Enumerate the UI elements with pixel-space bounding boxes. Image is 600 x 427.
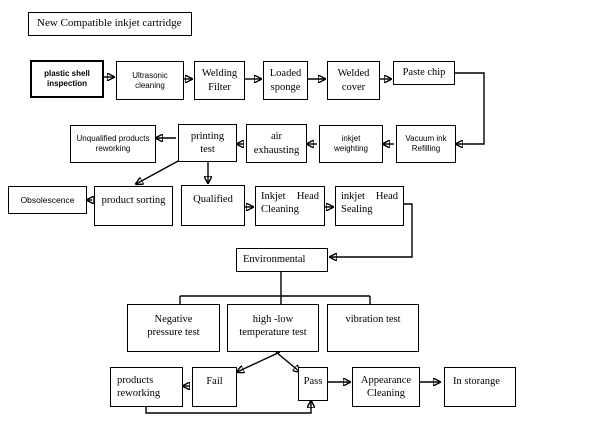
arrow-products-rework-to-pass: [145, 401, 311, 414]
arrow-tests-to-pass: [275, 351, 300, 372]
arrow-tests-to-fail: [237, 351, 281, 372]
node-fail: Fail: [192, 367, 237, 407]
node-products-reworking: products reworking: [110, 367, 183, 407]
node-inkjet-head-sealing: inkjet Head Sealing: [335, 186, 404, 226]
diagram-title: New Compatible inkjet cartridge: [28, 12, 192, 36]
node-printing-test: printing test: [178, 124, 237, 162]
node-product-sorting: product sorting: [94, 186, 173, 226]
node-high-low-temperature-test: high -low temperature test: [227, 304, 319, 352]
arrow-sealing-to-environmental: [330, 203, 413, 257]
node-inkjet-weighting: inkjet weighting: [319, 125, 383, 163]
node-environmental: Environmental: [236, 248, 328, 272]
node-vacuum-ink-refilling: Vacuum ink Refilling: [396, 125, 456, 163]
node-inkjet-head-cleaning: Inkjet Head Cleaning: [255, 186, 325, 226]
node-qualified: Qualified: [181, 185, 245, 226]
node-appearance-cleaning: Appearance Cleaning: [352, 367, 420, 407]
node-paste-chip: Paste chip: [393, 61, 455, 85]
node-welded-cover: Welded cover: [327, 61, 380, 100]
node-vibration-test: vibration test: [327, 304, 419, 352]
arrow-paste-to-vacuum: [455, 72, 485, 144]
node-negative-pressure-test: Negative pressure test: [127, 304, 220, 352]
arrow-printing-to-sorting: [136, 159, 181, 184]
node-pass: Pass: [298, 367, 328, 401]
node-ultrasonic-cleaning: Ultrasonic cleaning: [116, 61, 184, 100]
node-loaded-sponge: Loaded sponge: [263, 61, 308, 100]
node-unqualified-products-reworking: Unqualified products reworking: [70, 125, 156, 163]
node-in-storage: In storange: [444, 367, 516, 407]
node-air-exhausting: air exhausting: [246, 124, 307, 163]
node-obsolescence: Obsolescence: [8, 186, 87, 214]
node-welding-filter: Welding Filter: [194, 61, 245, 100]
node-plastic-shell-inspection: plastic shell inspection: [30, 60, 104, 98]
